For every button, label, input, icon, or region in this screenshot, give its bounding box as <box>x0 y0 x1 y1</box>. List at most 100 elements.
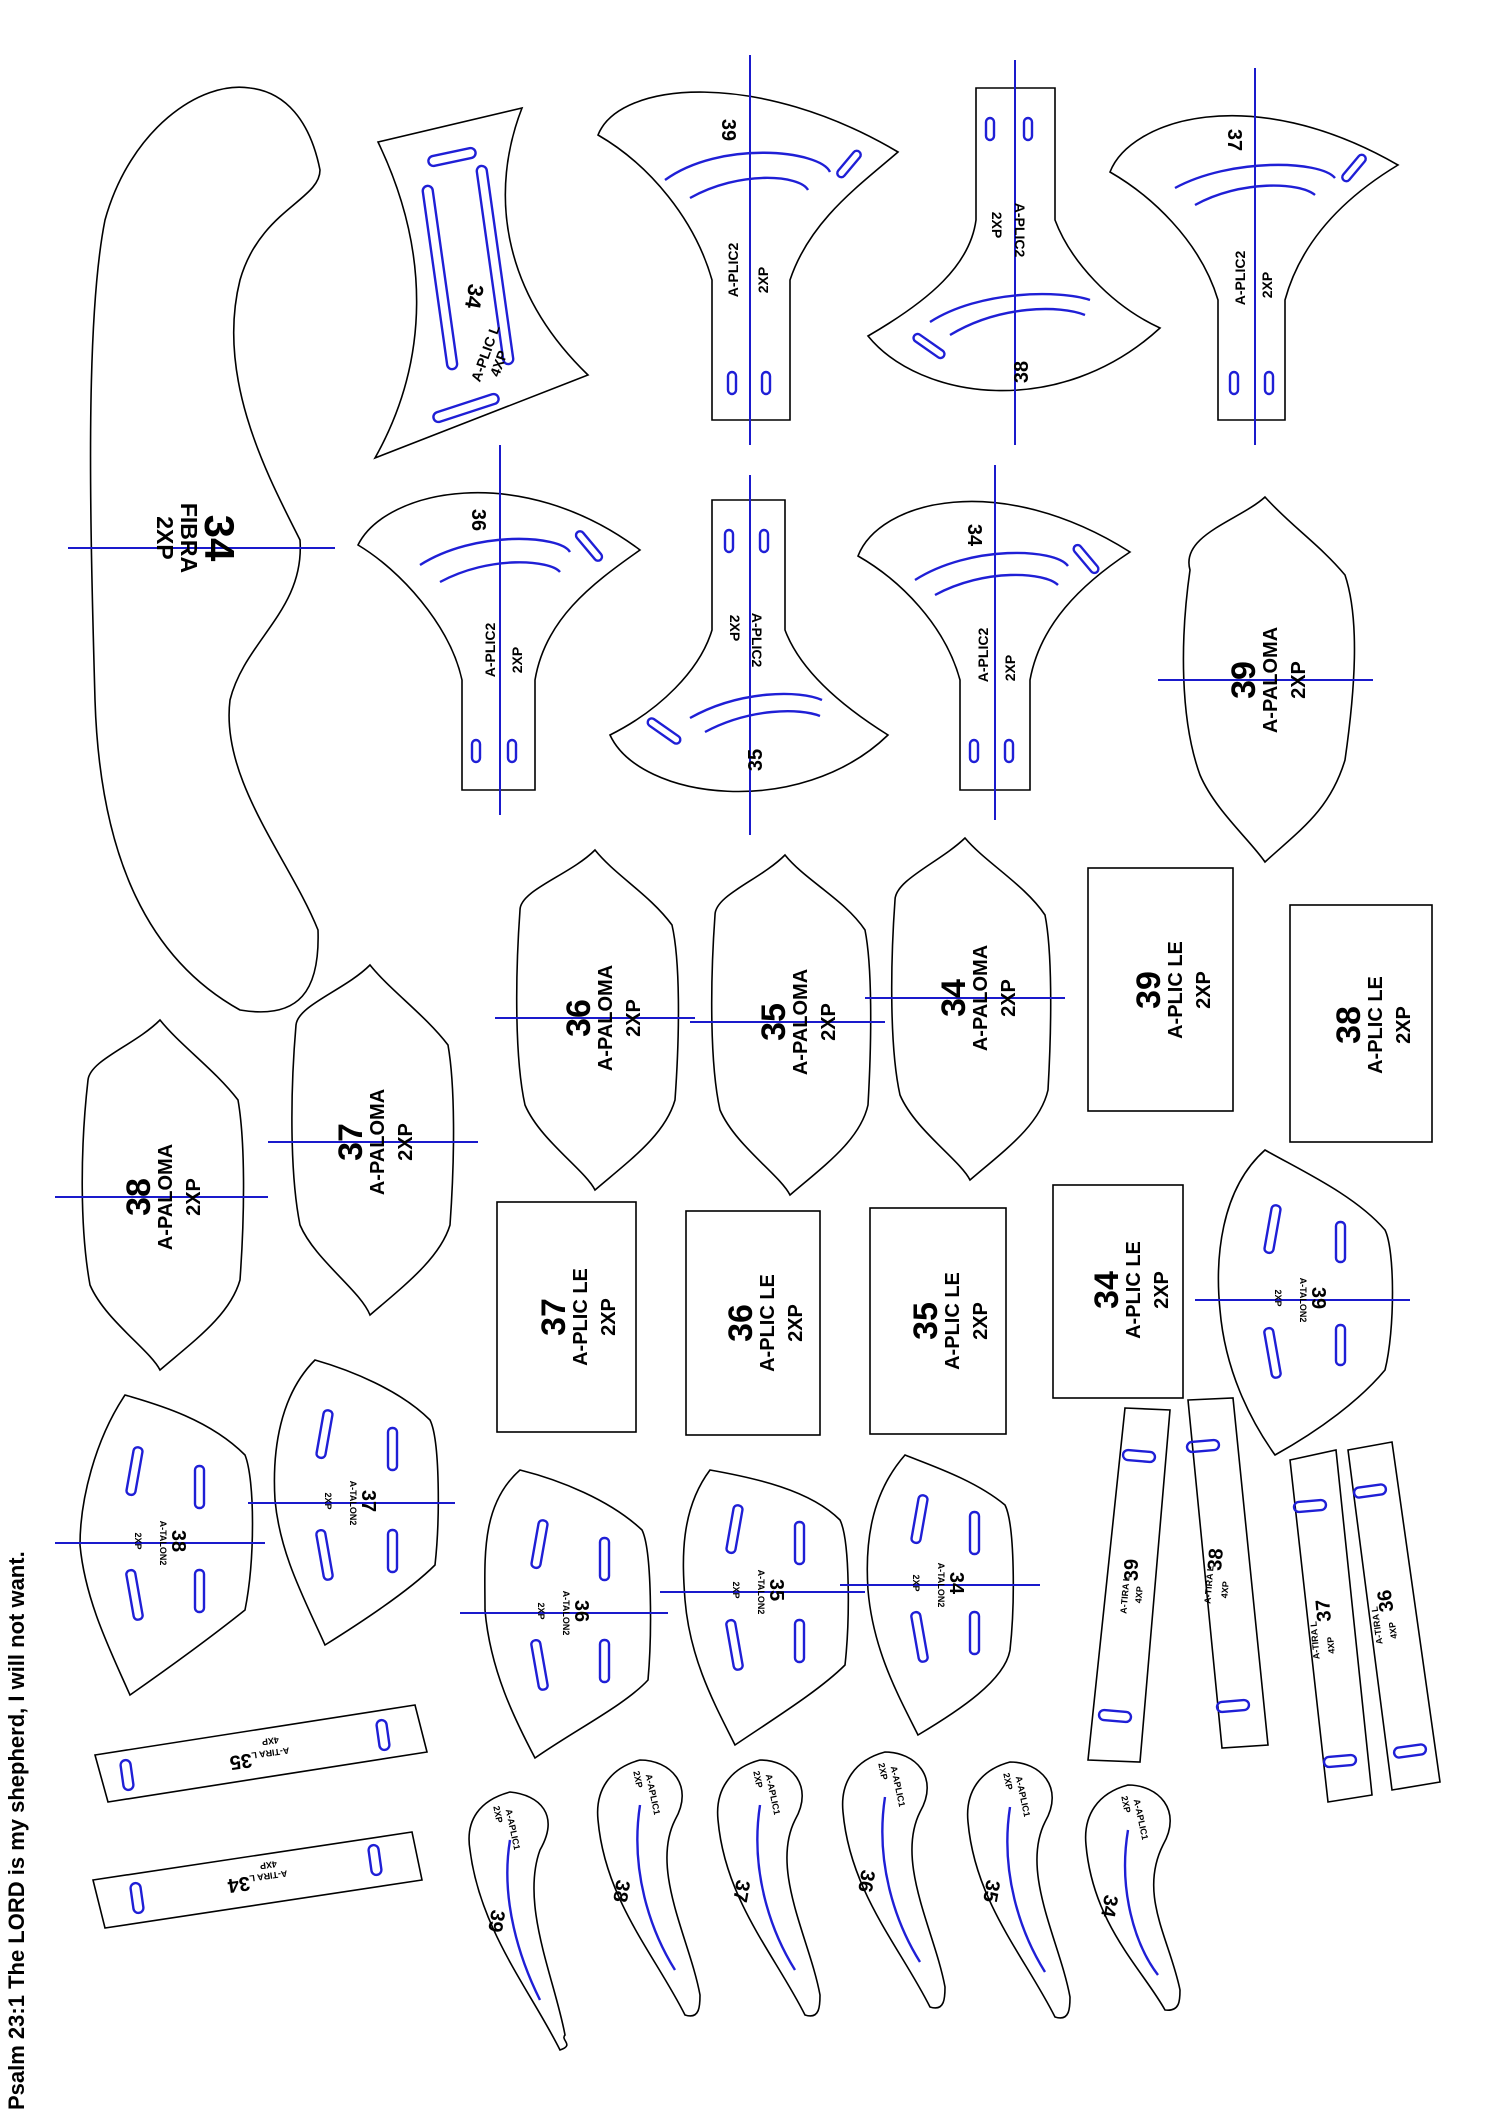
quantity-label: 2XP <box>727 615 743 641</box>
pattern-name: A-TIRA L <box>1202 1565 1215 1604</box>
size-label: 36 <box>853 1868 879 1894</box>
quantity-label: 2XP <box>1001 1772 1014 1791</box>
pattern-name: A-TALON2 <box>348 1481 358 1526</box>
size-label: 37 <box>1312 1598 1336 1622</box>
piece-aplic1-38: 38 A-APLIC1 2XP <box>596 1759 701 2017</box>
quantity-label: 2XP <box>989 212 1005 238</box>
size-label: 39 <box>1307 1287 1329 1309</box>
pattern-name: A-PLIC2 <box>1232 251 1248 306</box>
slot <box>315 1409 334 1460</box>
piece-atiral-35: 35 A-TIRA L 4XP <box>93 1704 428 1803</box>
slot <box>793 1618 806 1664</box>
quantity-label: 2XP <box>183 1178 205 1216</box>
slot <box>367 1843 383 1877</box>
slot <box>1022 116 1034 142</box>
quantity-label: 2XP <box>536 1602 546 1619</box>
quantity-label: 2XP <box>755 267 771 293</box>
piece-apaloma-35: 35 A-PALOMA 2XP <box>690 853 885 1197</box>
pattern-name: A-TALON2 <box>158 1521 168 1566</box>
piece-atalon2-38: 38 A-TALON2 2XP <box>55 1394 265 1697</box>
quantity-label: 2XP <box>911 1574 921 1591</box>
slot <box>530 1519 549 1570</box>
quantity-label: 4XP <box>1387 1621 1399 1639</box>
piece-atalon2-34: 34 A-TALON2 2XP <box>840 1454 1040 1737</box>
size-label: 38 <box>1330 1006 1368 1044</box>
slot <box>386 1528 399 1574</box>
quantity-label: 2XP <box>1151 1271 1173 1309</box>
piece-aplic1-37: 37 A-APLIC1 2XP <box>716 1759 821 2017</box>
size-label: 38 <box>1204 1547 1228 1571</box>
quantity-label: 2XP <box>623 999 645 1037</box>
piece-atiral-37: 37 A-TIRA L 4XP <box>1289 1449 1373 1803</box>
piece-apaloma-36: 36 A-PALOMA 2XP <box>495 848 695 1192</box>
pattern-name: A-PLIC2 <box>749 613 765 668</box>
slot <box>427 146 477 168</box>
quantity-label: 4XP <box>1325 1636 1336 1654</box>
pattern-name: A-PLIC2 <box>482 623 498 678</box>
slot <box>1334 1323 1347 1367</box>
slot <box>125 1568 144 1621</box>
slot <box>968 1510 981 1556</box>
piece-atalon2-37: 37 A-TALON2 2XP <box>248 1359 455 1647</box>
slot <box>636 1804 677 1971</box>
slot <box>1003 738 1015 764</box>
quantity-label: 2XP <box>491 1805 504 1824</box>
size-label: 36 <box>560 999 598 1037</box>
size-label: 39 <box>717 119 739 141</box>
quantity-label: 2XP <box>751 1770 764 1789</box>
size-label: 34 <box>963 524 985 547</box>
slot <box>1292 1498 1328 1514</box>
size-label: 38 <box>608 1878 634 1904</box>
piece-aplic1-35: 35 A-APLIC1 2XP <box>966 1761 1071 2019</box>
size-label: 35 <box>765 1579 787 1601</box>
pattern-name: A-PALOMA <box>595 965 617 1071</box>
piece-aplic2-38: 38 A-PLIC2 2XP <box>866 60 1162 445</box>
pattern-name: A-PALOMA <box>970 945 992 1051</box>
piece-aplic2-34: 34 A-PLIC2 2XP <box>857 465 1132 820</box>
slot <box>386 1426 399 1472</box>
verse-caption: Psalm 23:1 The LORD is my shepherd, I wi… <box>4 1551 29 2110</box>
slot <box>315 1528 334 1581</box>
size-label: 37 <box>728 1878 754 1904</box>
piece-aplic1-34: 34 A-APLIC1 2XP <box>1084 1784 1181 2011</box>
quantity-label: 2XP <box>631 1770 644 1789</box>
piece-apaloma-34: 34 A-PALOMA 2XP <box>865 836 1065 1182</box>
piece-aplic1-36: 36 A-APLIC1 2XP <box>841 1751 946 2009</box>
slot <box>756 1804 797 1971</box>
piece-atalon2-39: 39 A-TALON2 2XP <box>1195 1149 1410 1457</box>
slot <box>968 1610 981 1656</box>
slot <box>1006 1806 1047 1973</box>
slot <box>470 738 482 764</box>
slot <box>1341 153 1367 183</box>
piece-aplic2-35: 35 A-PLIC2 2XP <box>608 475 890 835</box>
size-label: 35 <box>755 1003 793 1041</box>
slot <box>129 1881 145 1915</box>
quantity-label: 2XP <box>395 1123 417 1161</box>
size-label: 34 <box>935 979 973 1017</box>
quantity-label: 4XP <box>261 1735 279 1747</box>
pattern-name: A-PALOMA <box>1260 627 1282 733</box>
size-label: 34 <box>1096 1893 1122 1920</box>
slot <box>421 184 459 371</box>
piece-aplicle-37: 37 A-PLIC LE 2XP <box>496 1201 637 1433</box>
size-label: 38 <box>167 1530 189 1552</box>
piece-atalon2-36: 36 A-TALON2 2XP <box>460 1469 668 1760</box>
slot <box>506 738 518 764</box>
slot <box>193 1568 206 1614</box>
size-label: 39 <box>1130 971 1168 1009</box>
pattern-name: A-PLIC2 <box>1012 203 1028 258</box>
piece-aplic2-39: 39 A-PLIC2 2XP <box>596 55 900 445</box>
slot <box>1185 1438 1221 1454</box>
slot <box>1072 543 1100 575</box>
quantity-label: 2XP <box>1002 655 1018 681</box>
slot <box>910 1494 929 1545</box>
slot <box>119 1758 135 1792</box>
piece-atiral-39: 39 A-TIRA L 4XP <box>1087 1407 1171 1763</box>
quantity-label: 2XP <box>133 1532 143 1549</box>
slot <box>664 151 832 181</box>
quantity-label: 2XP <box>1288 661 1310 699</box>
size-label: 37 <box>535 1298 573 1336</box>
slot <box>125 1446 144 1497</box>
size-label: 38 <box>120 1178 158 1216</box>
